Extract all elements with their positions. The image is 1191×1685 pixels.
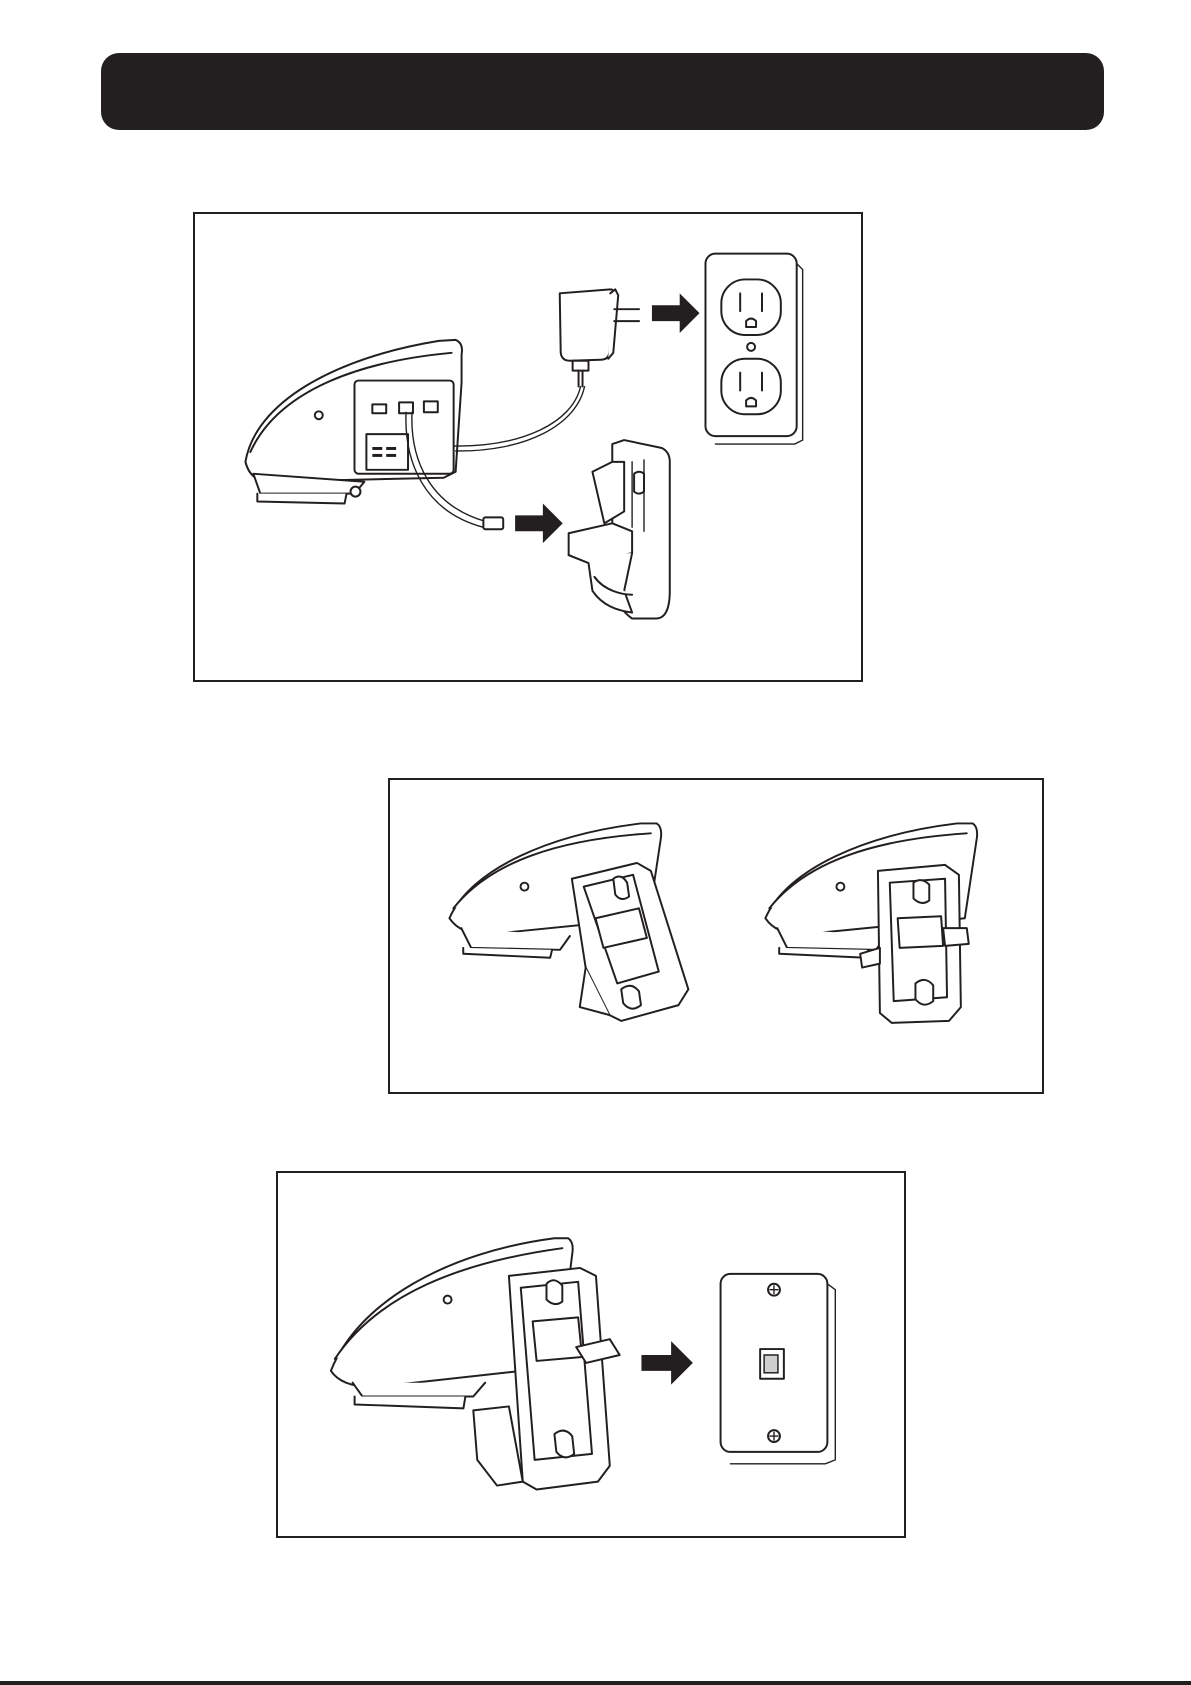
arrow-right-icon bbox=[641, 1341, 692, 1385]
figure-attach-bracket-drawing bbox=[390, 780, 1042, 1092]
figure-mount-to-wall-jack-drawing bbox=[278, 1173, 904, 1536]
figure-mount-to-wall-jack bbox=[276, 1171, 906, 1538]
figure-connect-cords bbox=[193, 212, 863, 682]
power-adapter-icon bbox=[560, 289, 639, 386]
arrow-right-icon bbox=[515, 504, 563, 544]
wall-mount-bracket-icon bbox=[569, 440, 670, 618]
figure-connect-cords-drawing bbox=[195, 214, 861, 680]
wall-phone-jack-icon bbox=[721, 1274, 836, 1464]
figure-attach-bracket bbox=[388, 778, 1044, 1094]
wall-mount-bracket-icon bbox=[572, 863, 689, 1021]
section-header-bar bbox=[101, 53, 1104, 130]
wall-outlet-icon bbox=[705, 254, 802, 444]
power-cord bbox=[454, 387, 581, 447]
page-bottom-rule bbox=[0, 1681, 1191, 1685]
arrow-right-icon bbox=[652, 293, 700, 333]
base-unit-icon bbox=[245, 340, 462, 504]
